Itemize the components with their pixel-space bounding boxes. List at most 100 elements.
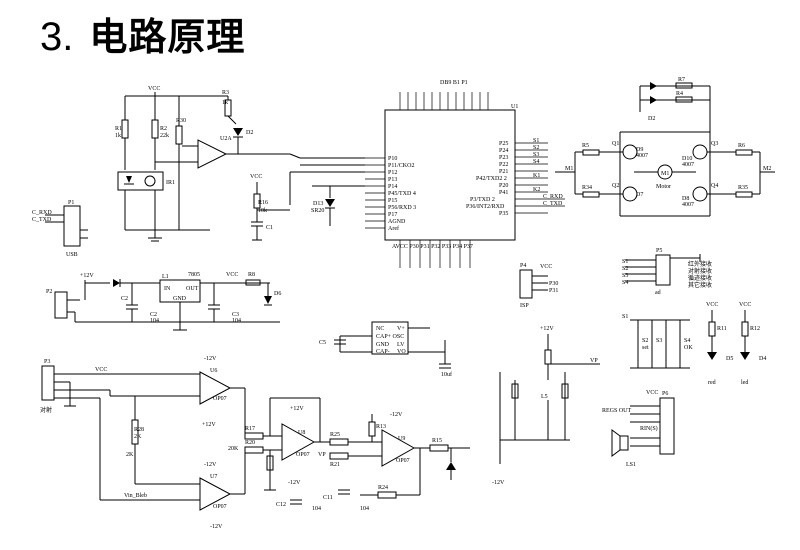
q1-label: Q1: [612, 141, 619, 147]
p5-desc-4: 其它接收: [688, 281, 712, 289]
u6-type: OP07: [213, 396, 227, 402]
u1-pin-p17: P17: [388, 212, 397, 218]
v12-power: +12V: [80, 273, 94, 279]
conv-vp: V+: [397, 326, 405, 332]
key-s3: S3: [656, 338, 662, 344]
c6-label: C2: [121, 296, 128, 302]
p1-label: P1: [68, 200, 74, 206]
led-led: led: [741, 380, 748, 386]
indicator-leds: VCC VCC R11 D5 red R12 D4 led: [706, 302, 766, 386]
u1-pin-p42: P42/TXD2 2: [476, 176, 507, 182]
conv-cap: CAP+ OSC: [376, 334, 404, 340]
c10-label: 10uf: [441, 371, 452, 378]
u6-v12: +12V: [202, 422, 216, 428]
u1-top-pins: DB9 B1 P1: [440, 80, 468, 86]
power-supply: P2 +12V L1 IN OUT GND 7805 C2 C2 104 C3 …: [46, 272, 281, 331]
u8-label: U8: [298, 430, 305, 436]
u1-pin-p21: P21: [499, 169, 508, 175]
r28-label: R28: [134, 427, 144, 433]
u1-pin-p45: P45/TXD 4: [388, 191, 416, 197]
u1-pin-p14: P14: [388, 184, 397, 190]
d5-label: D5: [726, 356, 733, 362]
d8-value: 4007: [682, 202, 694, 208]
c12-value: 104: [312, 506, 321, 512]
c11-value: 104: [360, 506, 369, 512]
key-s1: S1: [622, 314, 628, 320]
u1-pin-aref: Aref: [388, 225, 399, 232]
u1-pin-p22: P22: [499, 162, 508, 168]
m2-signal: M2: [763, 166, 771, 172]
c12-label: C12: [276, 502, 286, 508]
p5-desc-2: 对射接收: [688, 267, 712, 275]
u7-type: OP07: [213, 504, 227, 510]
key-s4: S4: [684, 338, 690, 344]
d13-label: D13: [313, 201, 323, 207]
sig-c-rxd: C_RXD: [543, 194, 563, 200]
reg-name: 7805: [188, 272, 200, 278]
key-ok: OK: [684, 345, 693, 351]
u1-pin-p35: P35: [499, 211, 508, 217]
motor-h-bridge: M1 Motor Q1 Q2 Q3 Q4 D9 4007 D10 4007 D7…: [555, 77, 775, 217]
isp-label: ISP: [520, 303, 529, 309]
u1-pin-p13: P13: [388, 177, 397, 183]
u8-type: OP07: [296, 452, 310, 458]
p4-label: P4: [520, 263, 526, 269]
motor-label: Motor: [656, 184, 671, 190]
vp-in: VP: [318, 452, 326, 458]
reg-out: OUT: [186, 286, 199, 292]
d2-label-hbridge: D2: [648, 116, 655, 122]
sig-s1: S1: [533, 138, 539, 144]
microcontroller-u1: U1 DB9 B1 P1 P10 P11/CKO2 P12 P13 P14 P4…: [365, 80, 565, 268]
c1-label: C1: [266, 225, 273, 231]
reg-in: IN: [164, 286, 171, 292]
led-red: red: [708, 380, 716, 386]
d13-value: SR20: [311, 208, 324, 214]
p5-s2: S2: [622, 266, 628, 272]
u1-pin-p20: P20: [499, 183, 508, 189]
key-s2: S2: [642, 338, 648, 344]
u1-pin-p56: P56/RXD 3: [388, 205, 416, 211]
u7-vn12: -12V: [204, 462, 217, 468]
u1-bottom-pins: AVCC P30 P31 P32 P33 P34 P37: [392, 244, 473, 250]
title-text: 电路原理: [89, 15, 246, 59]
vin-label: Vin_Bleb: [124, 493, 147, 499]
r2-label: R2: [160, 126, 167, 132]
u1-pin-p25: P25: [499, 141, 508, 147]
d7-label: D7: [636, 192, 643, 198]
led-vcc-1: VCC: [706, 302, 718, 308]
conv-capm: CAP-: [376, 349, 390, 355]
r11-label: R11: [717, 326, 727, 332]
p5-label: P5: [656, 248, 662, 254]
title-dot: .: [62, 15, 74, 59]
d2-label: D2: [246, 130, 253, 136]
r2-value: 22k: [160, 133, 169, 139]
r24-label: R24: [378, 485, 388, 491]
c5-label: C5: [319, 340, 326, 346]
u1-pin-p15: P15: [388, 198, 397, 204]
q2-label: Q2: [612, 183, 619, 189]
ir-comparator-circuit: VCC R1 1k R2 22k IR1 R30 U2A: [115, 86, 365, 242]
r3-value: 1k: [222, 100, 228, 106]
r20-value: 20K: [228, 446, 239, 452]
voltage-converter: NC CAP+ OSC GND CAP- V+ LV VO C5 10uf: [319, 321, 452, 378]
u1-label: U1: [511, 104, 518, 110]
l5-v12: +12V: [540, 326, 554, 332]
p3-vcc: VCC: [95, 367, 107, 373]
r17-label: R17: [245, 426, 255, 432]
c2-value: 104: [150, 318, 159, 324]
r3-label: R3: [222, 90, 229, 96]
p3-desc: 对射: [40, 406, 52, 414]
u6-label: U6: [210, 368, 217, 374]
usb-label: USB: [66, 252, 78, 258]
r1-label: R1: [115, 126, 122, 132]
p5-desc-1: 红外接收: [688, 260, 712, 268]
p1-ctxd: C_TXD: [32, 217, 52, 223]
led-vcc-2: VCC: [739, 302, 751, 308]
sig-k2: K2: [533, 187, 540, 193]
key-set: set: [642, 345, 649, 351]
conv-gnd: GND: [376, 342, 390, 348]
conv-vo: VO: [397, 349, 406, 355]
p5-s4: S4: [622, 280, 628, 286]
u1-pin-p11: P11/CKO2: [388, 163, 414, 169]
